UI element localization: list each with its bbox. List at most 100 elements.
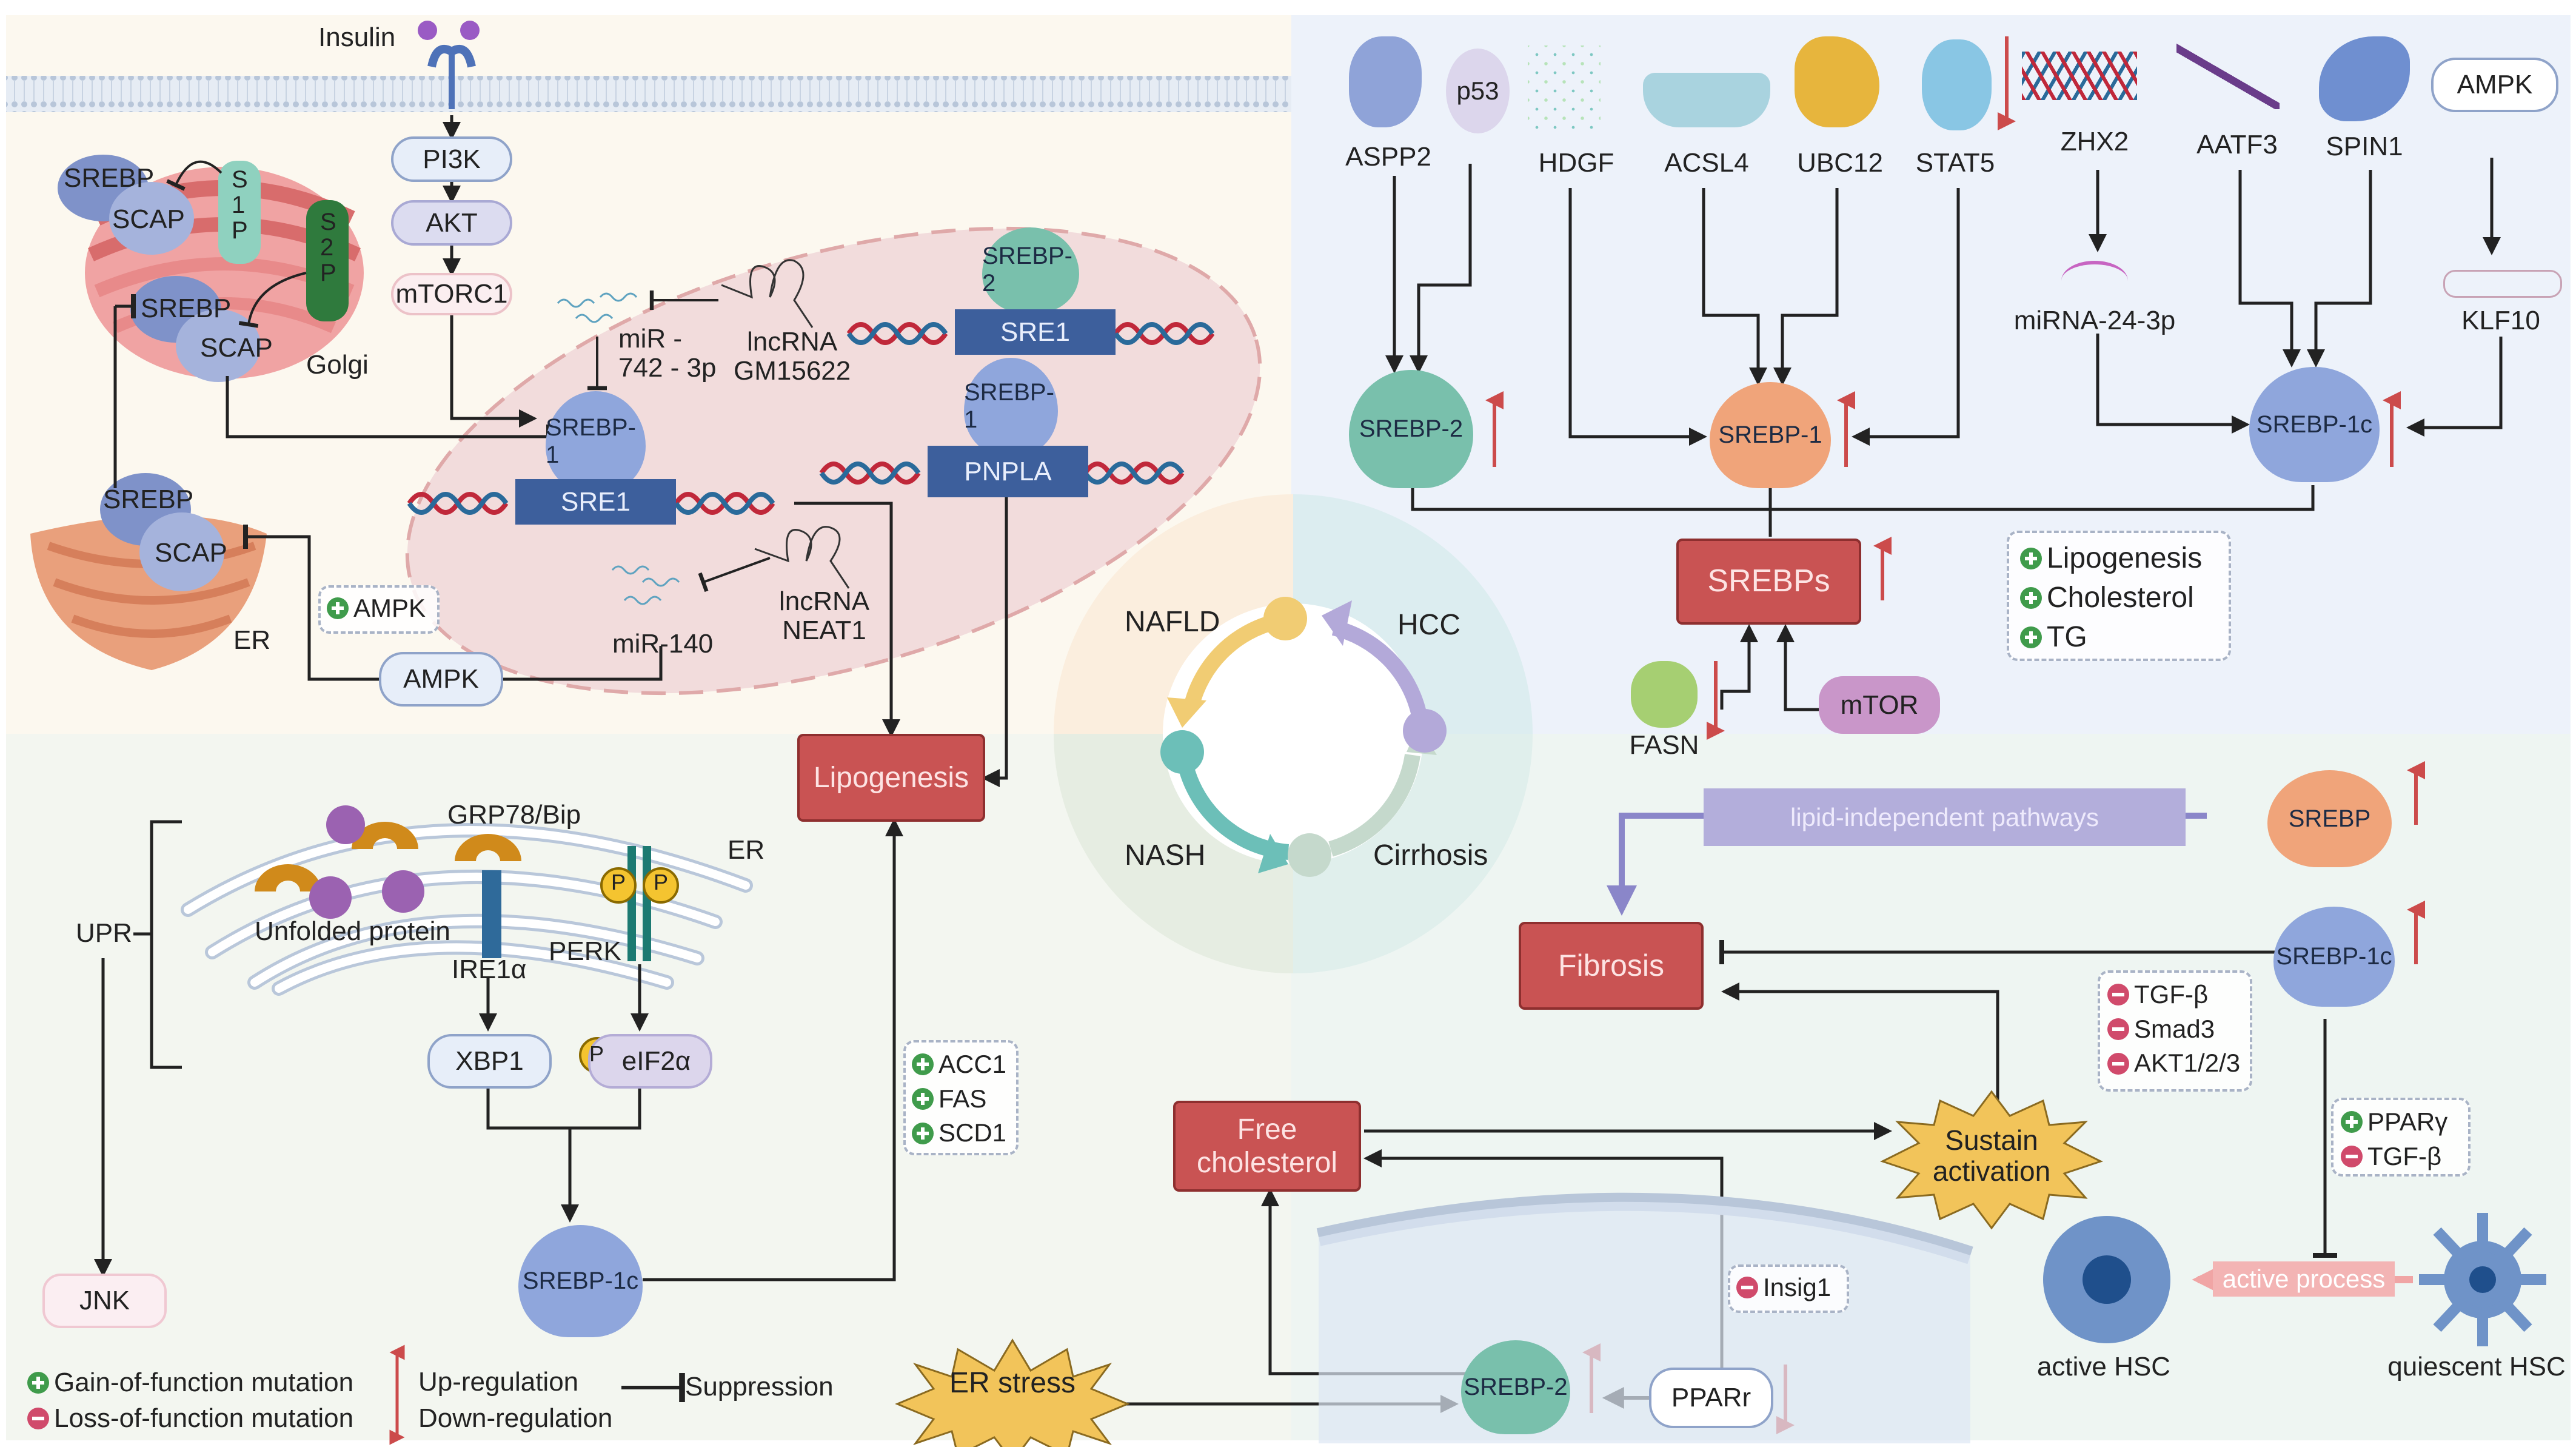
plus-icon — [912, 1088, 934, 1110]
sustain-burst — [1880, 1090, 2103, 1230]
cycle-nafld: NAFLD — [1125, 606, 1220, 638]
plus-icon — [2020, 548, 2042, 570]
ampk-top-node[interactable]: AMPK — [2431, 58, 2558, 112]
minus-icon — [1736, 1277, 1758, 1299]
klf10-label: KLF10 — [2461, 306, 2540, 335]
active-hsc-label: active HSC — [2036, 1352, 2171, 1382]
insulin-receptor — [418, 21, 480, 109]
golgi-scap2-label: SCAP — [200, 333, 273, 363]
insig1-box: Insig1 — [1728, 1264, 1849, 1313]
p53-icon: p53 — [1446, 49, 1510, 133]
ppar-box: PPARγ TGF-β — [2331, 1098, 2471, 1177]
regulator-acsl4: ACSL4 — [1664, 148, 1749, 178]
regulator-spin1: SPIN1 — [2326, 132, 2403, 161]
upr-label: UPR — [76, 918, 132, 948]
aspp2-icon — [1349, 36, 1422, 127]
legend: Gain-of-function mutation Loss-of-functi… — [27, 1365, 353, 1437]
srebp2-bottom-right[interactable]: SREBP-2 — [1461, 1340, 1570, 1434]
klf10-icon — [2443, 270, 2562, 298]
legend-up: Up-regulation — [418, 1367, 579, 1397]
srebp1-nucleus-right[interactable]: SREBP-1 — [964, 358, 1058, 455]
srebp1-nucleus[interactable]: SREBP-1 — [546, 391, 646, 491]
quiescent-hsc-cell — [2419, 1213, 2546, 1346]
regulator-hdgf: HDGF — [1538, 148, 1614, 178]
er-upr-label: ER — [728, 835, 765, 865]
ampk-gain-box: AMPK — [318, 585, 440, 634]
grp78-label: GRP78/Bip — [447, 800, 581, 830]
sre1-left: SRE1 — [515, 479, 676, 525]
cycle-cirrhosis: Cirrhosis — [1373, 839, 1488, 871]
srebps-box[interactable]: SREBPs — [1676, 539, 1861, 625]
aatf3-icon — [2176, 42, 2280, 109]
plus-icon — [912, 1053, 934, 1076]
regulator-stat5: STAT5 — [1915, 148, 1995, 178]
minus-icon — [2107, 984, 2129, 1006]
ubc12-icon — [1795, 36, 1879, 127]
akt-node[interactable]: AKT — [391, 200, 512, 246]
plus-icon — [2341, 1111, 2363, 1133]
golgi-label: Golgi — [306, 350, 369, 380]
regulator-zhx2: ZHX2 — [2060, 127, 2129, 156]
pi3k-node[interactable]: PI3K — [391, 136, 512, 182]
srebp1c-bottom-left[interactable]: SREBP-1c — [518, 1225, 643, 1337]
mtorc1-node[interactable]: mTORC1 — [391, 273, 512, 315]
legend-suppression: Suppression — [685, 1372, 834, 1402]
minus-icon — [2107, 1018, 2129, 1041]
ire1a-receptor — [482, 870, 501, 958]
eif2a-node[interactable]: eIF2α — [588, 1034, 712, 1089]
quiescent-hsc-label: quiescent HSC — [2387, 1352, 2566, 1382]
mirna-hairpin-icon — [2061, 261, 2128, 301]
gain-icon — [27, 1371, 49, 1394]
fibrosis-box[interactable]: Fibrosis — [1519, 922, 1704, 1010]
cycle-nash: NASH — [1125, 839, 1206, 871]
perk-p2-label: P — [654, 870, 669, 895]
minus-icon — [2341, 1146, 2363, 1168]
srebp2-nucleus[interactable]: SREBP-2 — [982, 227, 1079, 312]
mirna-glyphs — [557, 292, 680, 605]
fibrosis-neg-factors-box: TGF-β Smad3 AKT1/2/3 — [2098, 970, 2252, 1092]
er-label: ER — [233, 625, 271, 655]
legend-down: Down-regulation — [418, 1403, 613, 1433]
protein-blobs — [58, 155, 349, 591]
pparr-node[interactable]: PPARr — [1649, 1368, 1773, 1428]
zhx2-dna-icon — [2022, 52, 2137, 100]
lipogenesis-genes-box: ACC1 FAS SCD1 — [903, 1040, 1019, 1155]
plus-icon — [2020, 587, 2042, 609]
fasn-label: FASN — [1629, 730, 1699, 760]
mtor-node[interactable]: mTOR — [1819, 676, 1940, 734]
srebp2-top-right[interactable]: SREBP-2 — [1349, 370, 1473, 488]
regulator-aspp2: ASPP2 — [1345, 142, 1431, 172]
lncrna-glyphs — [721, 259, 850, 589]
xbp1-node[interactable]: XBP1 — [427, 1034, 552, 1089]
srebp1-top-right[interactable]: SREBP-1 — [1710, 382, 1831, 488]
mirna-24-3p-label: miRNA-24-3p — [2013, 306, 2176, 335]
sre1-right: SRE1 — [955, 309, 1116, 355]
ampk-node[interactable]: AMPK — [379, 652, 503, 707]
fasn-icon — [1631, 661, 1698, 728]
disease-cycle-backdrop — [1054, 494, 1533, 973]
plus-icon — [327, 597, 349, 620]
eif2a-p-label: P — [589, 1041, 604, 1066]
minus-icon — [2107, 1052, 2129, 1075]
acsl4-icon — [1643, 73, 1770, 127]
mir140-label: miR-140 — [612, 629, 714, 659]
srebp-orange[interactable]: SREBP — [2267, 770, 2392, 867]
golgi-srebp-label: SREBP — [64, 163, 155, 193]
ire1a-label: IRE1α — [452, 955, 527, 984]
er-scap-label: SCAP — [155, 538, 227, 568]
grp78-chaperones — [255, 822, 521, 891]
jnk-node[interactable]: JNK — [42, 1274, 167, 1328]
srebp1c-bottom-right[interactable]: SREBP-1c — [2273, 907, 2395, 1007]
active-hsc-cell — [2043, 1216, 2170, 1343]
hdgf-icon — [1528, 45, 1601, 130]
plasma-membrane — [6, 76, 1291, 112]
er-srebp-label: SREBP — [103, 485, 194, 514]
lipogenesis-box[interactable]: Lipogenesis — [797, 734, 985, 822]
srebp1c-top-right[interactable]: SREBP-1c — [2249, 367, 2380, 482]
mir742-label: miR -742 - 3p — [618, 324, 717, 383]
dna-helices — [407, 322, 1215, 515]
